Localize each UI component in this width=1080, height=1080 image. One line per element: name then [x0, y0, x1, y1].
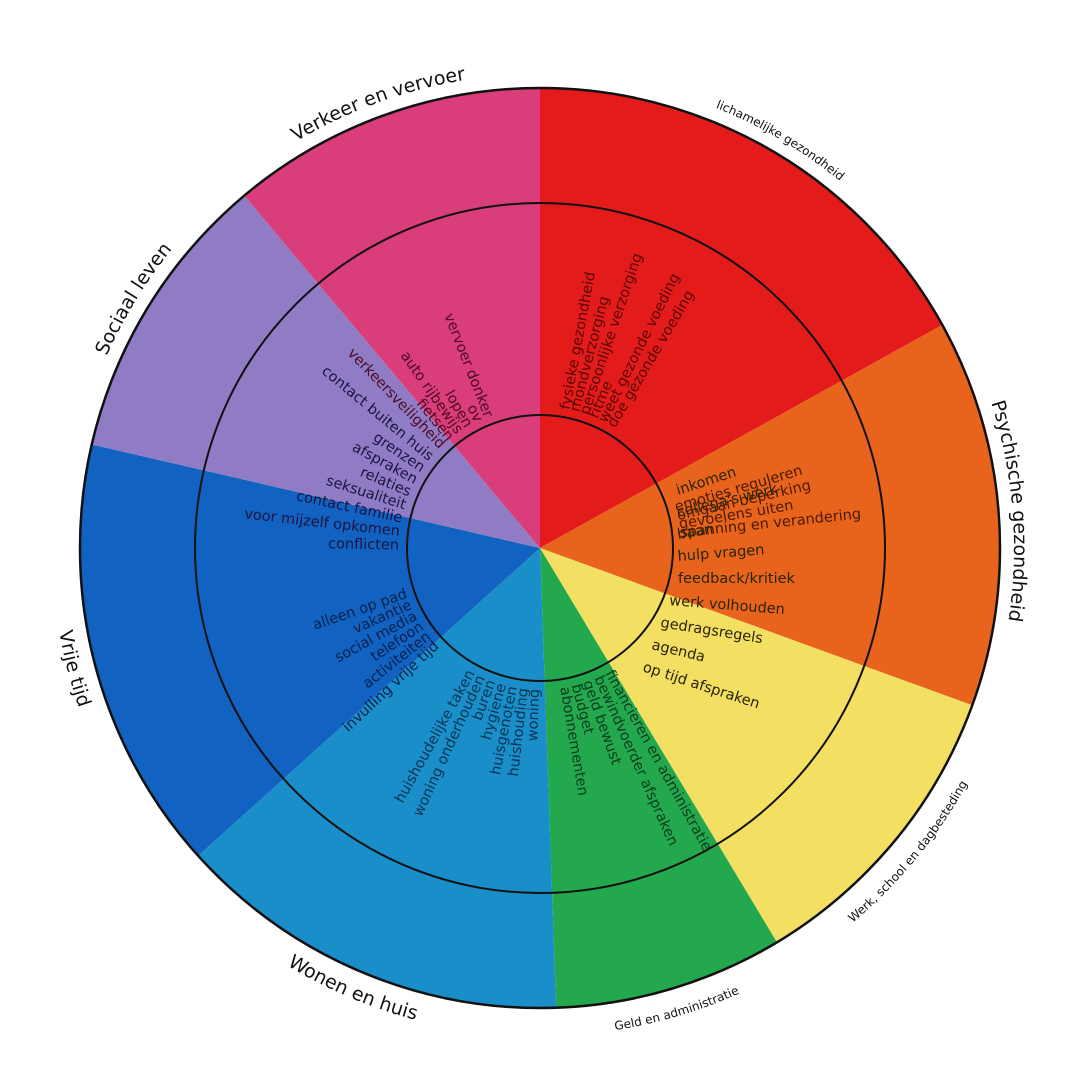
item-label: ov [463, 402, 485, 425]
sector-psychische-gezondheid [540, 325, 1001, 706]
sector-wonen-en-huis [198, 548, 557, 1008]
outer-ring [78, 86, 1002, 1010]
item-label: feedback/kritiek [678, 571, 796, 587]
sector-lichamelijke-gezondheid [540, 88, 943, 548]
sector-group [80, 88, 1001, 1008]
ring-group [78, 86, 1002, 1010]
item-label: woning [525, 689, 543, 742]
sector-verkeer-en-vervoer [244, 88, 541, 548]
middle-ring [194, 202, 886, 894]
item-label: hulp vragen [677, 542, 765, 565]
item-label: conflicten [328, 536, 399, 553]
sector-werk-school-en-dagbesteding [540, 548, 973, 943]
sector-sociaal-leven [91, 195, 541, 548]
inner-ring [406, 414, 674, 682]
sector-geld-en-administratie [540, 548, 777, 1008]
item-label: baan [676, 521, 714, 542]
